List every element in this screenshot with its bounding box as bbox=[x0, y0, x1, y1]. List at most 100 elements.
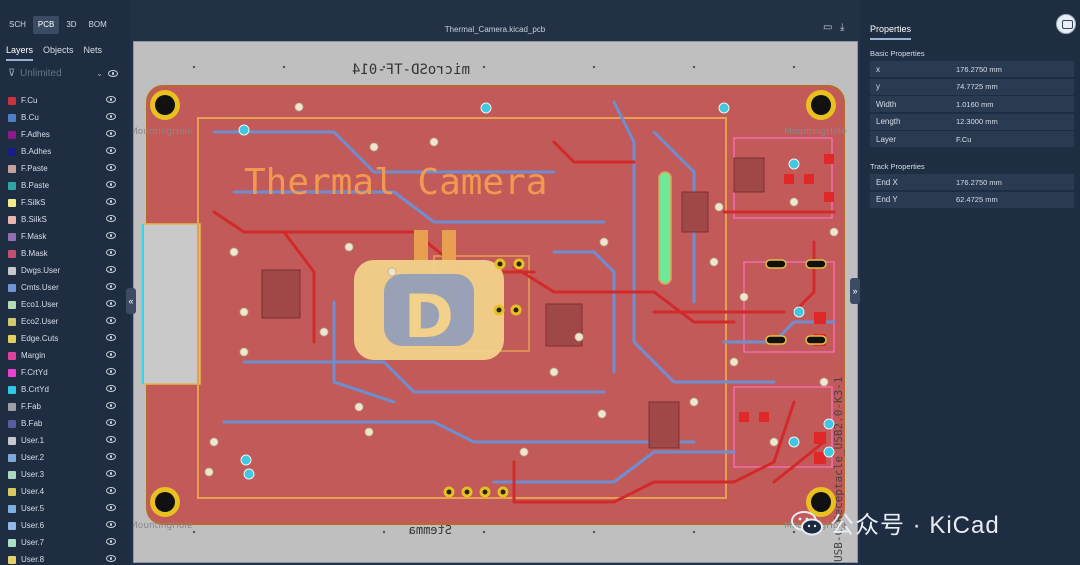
eye-icon[interactable] bbox=[106, 113, 116, 120]
layer-color-swatch bbox=[8, 96, 16, 105]
chevron-down-icon: ⌄ bbox=[96, 68, 103, 78]
tab-layers[interactable]: Layers bbox=[6, 41, 34, 61]
layer-name: Dwgs.User bbox=[21, 266, 61, 275]
eye-icon[interactable] bbox=[106, 249, 116, 256]
eye-icon[interactable] bbox=[106, 147, 116, 154]
layer-item[interactable]: User.6 bbox=[0, 517, 130, 534]
layer-item[interactable]: B.Cu bbox=[0, 109, 130, 126]
eye-icon[interactable] bbox=[106, 368, 116, 375]
eye-icon[interactable] bbox=[106, 402, 116, 409]
eye-icon[interactable] bbox=[106, 334, 116, 341]
layer-item[interactable]: F.SilkS bbox=[0, 194, 130, 211]
layer-color-swatch bbox=[8, 470, 16, 479]
collapse-left-panel-button[interactable]: « bbox=[126, 288, 136, 314]
eye-icon[interactable] bbox=[106, 504, 116, 511]
eye-icon[interactable] bbox=[106, 198, 116, 205]
tab-sch[interactable]: SCH bbox=[9, 20, 26, 29]
layer-name: F.SilkS bbox=[21, 198, 46, 207]
layer-name: B.CrtYd bbox=[21, 385, 50, 394]
layer-color-swatch bbox=[8, 385, 16, 394]
layer-item[interactable]: Eco2.User bbox=[0, 313, 130, 330]
property-value[interactable]: F.Cu bbox=[956, 134, 972, 144]
eye-icon[interactable] bbox=[106, 317, 116, 324]
layer-item[interactable]: Eco1.User bbox=[0, 296, 130, 313]
layer-item[interactable]: F.Fab bbox=[0, 398, 130, 415]
property-value[interactable]: 176.2750 mm bbox=[956, 177, 1002, 187]
filter-value: Unlimited bbox=[20, 67, 62, 79]
properties-tab[interactable]: Properties bbox=[870, 24, 912, 40]
microsd-label: microSD-TF-014 bbox=[352, 62, 470, 78]
eye-icon[interactable] bbox=[106, 232, 116, 239]
download-icon[interactable]: ⤓ bbox=[840, 22, 845, 33]
layer-item[interactable]: B.Mask bbox=[0, 245, 130, 262]
tab-objects[interactable]: Objects bbox=[43, 45, 74, 55]
layer-item[interactable]: User.3 bbox=[0, 466, 130, 483]
eye-icon[interactable] bbox=[106, 385, 116, 392]
folder-open-icon[interactable]: ▭ bbox=[823, 22, 833, 33]
eye-icon[interactable] bbox=[106, 538, 116, 545]
layer-item[interactable]: B.SilkS bbox=[0, 211, 130, 228]
eye-icon[interactable] bbox=[106, 96, 116, 103]
tab-nets[interactable]: Nets bbox=[83, 45, 103, 55]
layer-color-swatch bbox=[8, 113, 16, 122]
layer-item[interactable]: Margin bbox=[0, 347, 130, 364]
eye-icon[interactable] bbox=[106, 130, 116, 137]
layer-color-swatch bbox=[8, 147, 16, 156]
layer-item[interactable]: User.7 bbox=[0, 534, 130, 551]
layer-name: Edge.Cuts bbox=[21, 334, 59, 343]
eye-icon[interactable] bbox=[106, 164, 116, 171]
property-value[interactable]: 74.7725 mm bbox=[956, 82, 998, 91]
layer-item[interactable]: B.Adhes bbox=[0, 143, 130, 160]
layer-name: User.3 bbox=[21, 470, 45, 479]
eye-icon[interactable] bbox=[106, 181, 116, 188]
tab-3d[interactable]: 3D bbox=[66, 20, 77, 29]
collapse-right-panel-button[interactable]: » bbox=[850, 278, 860, 304]
layer-item[interactable]: B.Paste bbox=[0, 177, 130, 194]
layer-item[interactable]: Dwgs.User bbox=[0, 262, 130, 279]
eye-icon[interactable] bbox=[106, 419, 116, 426]
layer-item[interactable]: Edge.Cuts bbox=[0, 330, 130, 347]
eye-icon[interactable] bbox=[106, 283, 116, 290]
eye-icon[interactable] bbox=[106, 215, 116, 222]
layer-item[interactable]: F.Mask bbox=[0, 228, 130, 245]
canvas-toolbar: Thermal_Camera.kicad_pcb ▭ ⤓ bbox=[130, 16, 860, 40]
pcb-canvas[interactable]: Thermal Camera D bbox=[133, 41, 858, 563]
eye-icon[interactable] bbox=[106, 351, 116, 358]
layer-filter-select[interactable]: ⊽ Unlimited ⌄ bbox=[8, 66, 103, 80]
layer-item[interactable]: B.Fab bbox=[0, 415, 130, 432]
eye-icon[interactable] bbox=[106, 470, 116, 477]
layer-name: B.Cu bbox=[21, 113, 39, 122]
layer-item[interactable]: F.CrtYd bbox=[0, 364, 130, 381]
eye-icon[interactable] bbox=[106, 521, 116, 528]
eye-icon[interactable] bbox=[106, 266, 116, 273]
layer-color-swatch bbox=[8, 283, 16, 292]
layer-item[interactable]: B.CrtYd bbox=[0, 381, 130, 398]
eye-icon[interactable] bbox=[106, 487, 116, 494]
property-value[interactable]: 12.3000 mm bbox=[956, 117, 998, 126]
layer-item[interactable]: Cmts.User bbox=[0, 279, 130, 296]
layer-color-swatch bbox=[8, 232, 16, 241]
tab-bom[interactable]: BOM bbox=[88, 20, 107, 29]
layer-item[interactable]: F.Cu bbox=[0, 92, 130, 109]
layer-name: User.4 bbox=[21, 487, 45, 496]
layer-item[interactable]: User.5 bbox=[0, 500, 130, 517]
layer-item[interactable]: F.Paste bbox=[0, 160, 130, 177]
eye-icon[interactable] bbox=[106, 453, 116, 460]
eye-icon[interactable] bbox=[106, 436, 116, 443]
property-value[interactable]: 176.2750 mm bbox=[956, 64, 1002, 74]
eye-icon[interactable] bbox=[106, 300, 116, 307]
layer-color-swatch bbox=[8, 198, 16, 207]
chat-icon[interactable] bbox=[1056, 14, 1076, 34]
property-value[interactable]: 62.4725 mm bbox=[956, 195, 998, 204]
layer-item[interactable]: User.4 bbox=[0, 483, 130, 500]
layer-item[interactable]: User.2 bbox=[0, 449, 130, 466]
layer-item[interactable]: User.8 bbox=[0, 551, 130, 565]
eye-icon[interactable] bbox=[106, 555, 116, 562]
layer-item[interactable]: F.Adhes bbox=[0, 126, 130, 143]
property-value[interactable]: 1.0160 mm bbox=[956, 99, 994, 109]
hole-label-tl: MountingHole bbox=[134, 127, 193, 137]
tab-pcb[interactable]: PCB bbox=[32, 16, 60, 34]
layer-item[interactable]: User.1 bbox=[0, 432, 130, 449]
hole-label-tr: MountingHole bbox=[784, 127, 847, 137]
